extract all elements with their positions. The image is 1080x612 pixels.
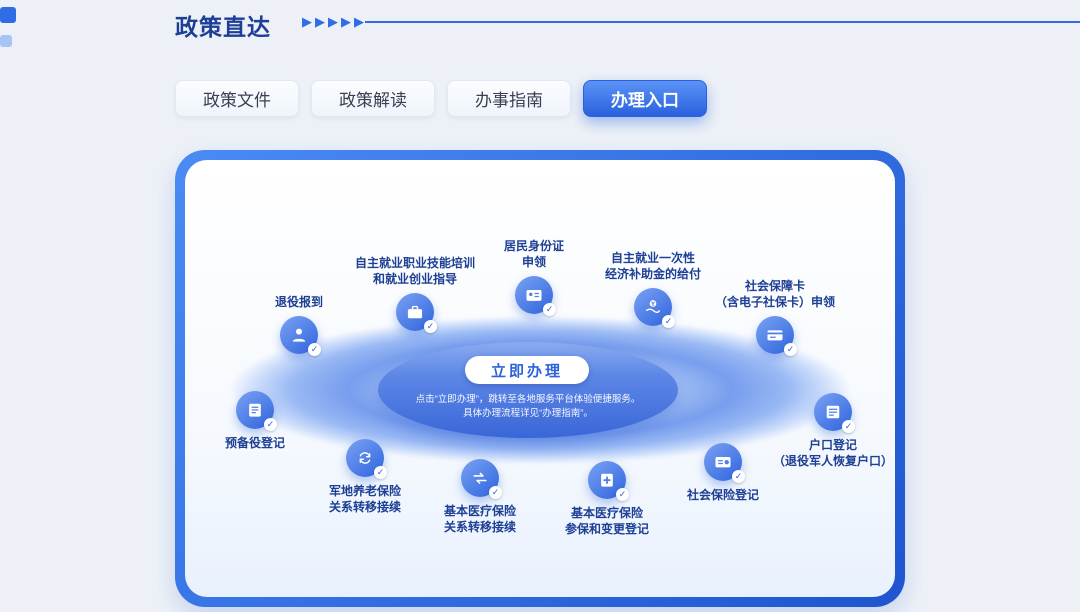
medical-insurance-registration-icon: ✓	[587, 461, 629, 501]
item-label: 居民身份证申领	[503, 239, 565, 269]
item-label: 军地养老保险关系转移接续	[328, 484, 402, 514]
social-security-card-icon: ✓	[755, 316, 797, 356]
check-icon: ✓	[615, 488, 629, 501]
ring-item-reserve-registration[interactable]: ✓ 预备役登记	[225, 391, 285, 451]
ring-item-household-registration[interactable]: ✓ 户口登记（退役军人恢复户口）	[773, 393, 893, 469]
check-icon: ✓	[307, 343, 321, 356]
household-registration-icon: ✓	[813, 393, 855, 433]
ring-item-id-card[interactable]: 居民身份证申领 ✓	[503, 238, 565, 316]
skills-training-icon: ✓	[395, 293, 437, 333]
check-icon: ✓	[373, 466, 387, 479]
arrows-icon: ▶▶▶▶▶	[302, 14, 367, 29]
tab-service-guide[interactable]: 办事指南	[447, 80, 571, 117]
medical-insurance-transfer-icon: ✓	[460, 459, 502, 499]
check-icon: ✓	[661, 315, 675, 328]
item-label: 户口登记（退役军人恢复户口）	[772, 438, 894, 468]
ring-item-skills-training[interactable]: 自主就业职业技能培训和就业创业指导 ✓	[354, 255, 476, 333]
item-label: 社会保障卡（含电子社保卡）申领	[714, 279, 836, 309]
check-icon: ✓	[488, 486, 502, 499]
decor-square-dark	[0, 7, 16, 23]
id-card-icon: ✓	[514, 276, 556, 316]
check-icon: ✓	[783, 343, 797, 356]
diagram-area: 立即办理 点击“立即办理”，跳转至各地服务平台体验便捷服务。 具体办理流程详见“…	[185, 160, 895, 597]
processing-entry-card: 立即办理 点击“立即办理”，跳转至各地服务平台体验便捷服务。 具体办理流程详见“…	[175, 150, 905, 607]
check-icon: ✓	[423, 320, 437, 333]
tab-policy-interpretation[interactable]: 政策解读	[311, 80, 435, 117]
check-icon: ✓	[731, 470, 745, 483]
tab-processing-entry[interactable]: 办理入口	[583, 80, 707, 117]
social-insurance-icon: ✓	[703, 443, 745, 483]
subsidy-payment-icon: ✓	[633, 288, 675, 328]
center-note-line2: 具体办理流程详见“办理指南”。	[463, 408, 593, 420]
reserve-registration-icon: ✓	[235, 391, 277, 431]
ring-item-social-insurance[interactable]: ✓ 社会保险登记	[687, 443, 759, 503]
page-title: 政策直达	[175, 14, 271, 40]
item-label: 退役报到	[274, 295, 324, 309]
tab-policy-documents[interactable]: 政策文件	[175, 80, 299, 117]
ring-item-pension-transfer[interactable]: ✓ 军地养老保险关系转移接续	[329, 439, 401, 515]
ring-item-social-security-card[interactable]: 社会保障卡（含电子社保卡）申领 ✓	[714, 278, 836, 356]
process-now-button[interactable]: 立即办理	[465, 356, 589, 384]
item-label: 预备役登记	[224, 436, 286, 450]
ring-item-veteran-report[interactable]: 退役报到 ✓	[274, 294, 324, 356]
item-label: 基本医疗保险关系转移接续	[443, 504, 517, 534]
ring-item-medical-insurance-registration[interactable]: ✓ 基本医疗保险参保和变更登记	[565, 461, 649, 537]
tab-bar: 政策文件 政策解读 办事指南 办理入口	[175, 80, 707, 117]
item-label: 基本医疗保险参保和变更登记	[564, 506, 650, 536]
item-label: 自主就业职业技能培训和就业创业指导	[354, 256, 476, 286]
center-note-line1: 点击“立即办理”，跳转至各地服务平台体验便捷服务。	[415, 394, 641, 405]
ring-item-medical-insurance-transfer[interactable]: ✓ 基本医疗保险关系转移接续	[444, 459, 516, 535]
pension-transfer-icon: ✓	[345, 439, 387, 479]
item-label: 社会保险登记	[686, 488, 760, 502]
check-icon: ✓	[841, 420, 855, 433]
center-note: 点击“立即办理”，跳转至各地服务平台体验便捷服务。 具体办理流程详见“办理指南”…	[397, 393, 659, 422]
ring-item-subsidy-payment[interactable]: 自主就业一次性经济补助金的给付 ✓	[604, 250, 702, 328]
check-icon: ✓	[542, 303, 556, 316]
header-divider	[365, 21, 1080, 23]
check-icon: ✓	[263, 418, 277, 431]
veteran-report-icon: ✓	[279, 316, 321, 356]
item-label: 自主就业一次性经济补助金的给付	[604, 251, 702, 281]
decor-square-light	[0, 35, 12, 47]
